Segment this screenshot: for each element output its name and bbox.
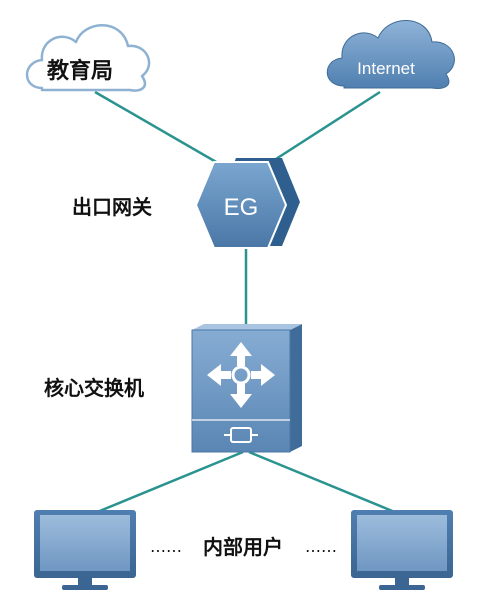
cloud-icon (25, 24, 151, 92)
internet-label: Internet (357, 59, 415, 78)
link-internet-to-gateway (261, 90, 381, 170)
edu-bureau-label: 教育局 (47, 58, 113, 84)
gateway-icon-text: EG (224, 194, 259, 221)
edu-bureau-cloud: 教育局 (25, 24, 151, 92)
core-switch-label: 核心交换机 (44, 376, 144, 400)
port-icon (224, 427, 258, 443)
links (89, 90, 403, 517)
cloud-icon (326, 20, 455, 89)
internal-users-right-dots: …… (305, 537, 337, 556)
internet-cloud: Internet (326, 20, 455, 89)
user-computer-right (351, 510, 453, 590)
internal-users-label: 内部用户 (203, 535, 283, 559)
monitor-icon (34, 510, 136, 590)
gateway-label: 出口网关 (72, 195, 152, 219)
core-switch-device (191, 324, 302, 453)
user-computer-left (34, 510, 136, 590)
gateway-device: EG (194, 158, 300, 249)
link-core-switch-to-user-right (248, 450, 403, 517)
monitor-icon (351, 510, 453, 590)
internal-users-left-dots: …… (150, 537, 182, 556)
link-core-switch-to-user-left (89, 450, 244, 517)
link-edu-bureau-to-gateway (94, 90, 231, 172)
four-way-arrows-icon (207, 342, 275, 408)
